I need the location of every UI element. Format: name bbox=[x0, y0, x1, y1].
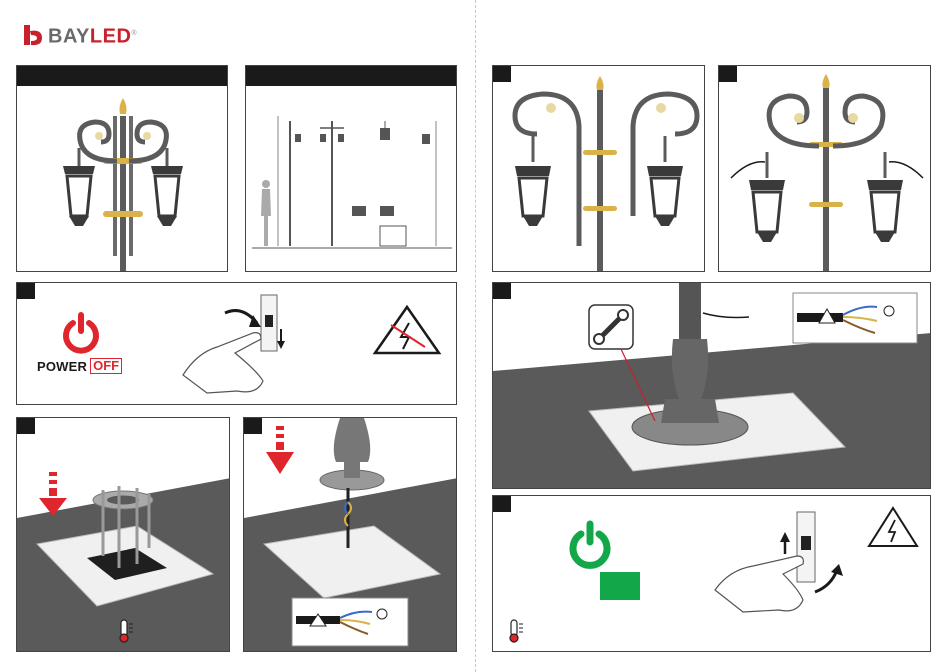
panel-dimension-drawing bbox=[245, 65, 457, 272]
step-number-tab bbox=[493, 496, 511, 512]
cable-wiring-icon bbox=[292, 598, 408, 646]
hand-icon bbox=[183, 333, 263, 393]
power-on-indicator-box bbox=[600, 572, 640, 600]
brand-name: BAYLED® bbox=[48, 21, 137, 50]
pole-base-fastening-graphic bbox=[493, 283, 931, 489]
power-icon-red bbox=[66, 315, 96, 351]
step-number-tab bbox=[719, 66, 737, 82]
power-off-instruction-graphic bbox=[17, 283, 457, 405]
step-number-tab bbox=[17, 283, 35, 299]
step-number-tab bbox=[493, 66, 511, 82]
power-icon-green bbox=[573, 524, 607, 565]
panel-product-illustration bbox=[16, 65, 228, 272]
page-fold-divider bbox=[475, 0, 476, 672]
panel-title-bar bbox=[17, 66, 227, 86]
panel-step-power-off: POWER OFF bbox=[16, 282, 457, 405]
panel-step-assembled-wiring bbox=[718, 65, 931, 272]
arrow-up-icon bbox=[780, 532, 790, 554]
step-number-tab bbox=[17, 418, 35, 434]
lamp-parts-exploded-graphic bbox=[493, 66, 705, 272]
panel-step-assembly-parts bbox=[492, 65, 705, 272]
arrow-down-icon bbox=[39, 472, 67, 516]
pole-base-cable-feed-graphic bbox=[244, 418, 457, 652]
power-word: POWER bbox=[37, 359, 87, 374]
dimension-drawing bbox=[246, 66, 457, 272]
wrench-icon bbox=[589, 305, 633, 349]
panel-step-cable-feed bbox=[243, 417, 457, 652]
step-number-tab bbox=[493, 283, 511, 299]
panel-title-bar bbox=[246, 66, 456, 86]
anchor-cage-installation-graphic bbox=[17, 418, 230, 652]
power-on-instruction-graphic bbox=[493, 496, 931, 652]
panel-step-power-on bbox=[492, 495, 931, 652]
brand-logo-mark-icon bbox=[22, 23, 44, 47]
circuit-breaker-icon bbox=[261, 295, 277, 351]
panel-step-bolt-pole-base bbox=[492, 282, 931, 489]
off-word: OFF bbox=[90, 358, 122, 374]
panel-step-anchor-cage bbox=[16, 417, 230, 652]
electrical-hazard-warning-icon bbox=[869, 508, 917, 546]
hand-icon bbox=[715, 556, 803, 612]
cable-wiring-icon bbox=[793, 293, 917, 343]
lamp-assembled-wiring-graphic bbox=[719, 66, 931, 272]
brand-logo: BAYLED® bbox=[22, 22, 137, 48]
step-number-tab bbox=[244, 418, 262, 434]
power-off-label: POWER OFF bbox=[37, 357, 122, 375]
thermometer-icon bbox=[510, 620, 523, 642]
arrow-down-icon bbox=[266, 426, 294, 474]
street-lamp-double-illustration bbox=[17, 66, 228, 272]
electrical-hazard-warning-icon bbox=[375, 307, 439, 353]
circuit-breaker-icon bbox=[797, 512, 815, 582]
